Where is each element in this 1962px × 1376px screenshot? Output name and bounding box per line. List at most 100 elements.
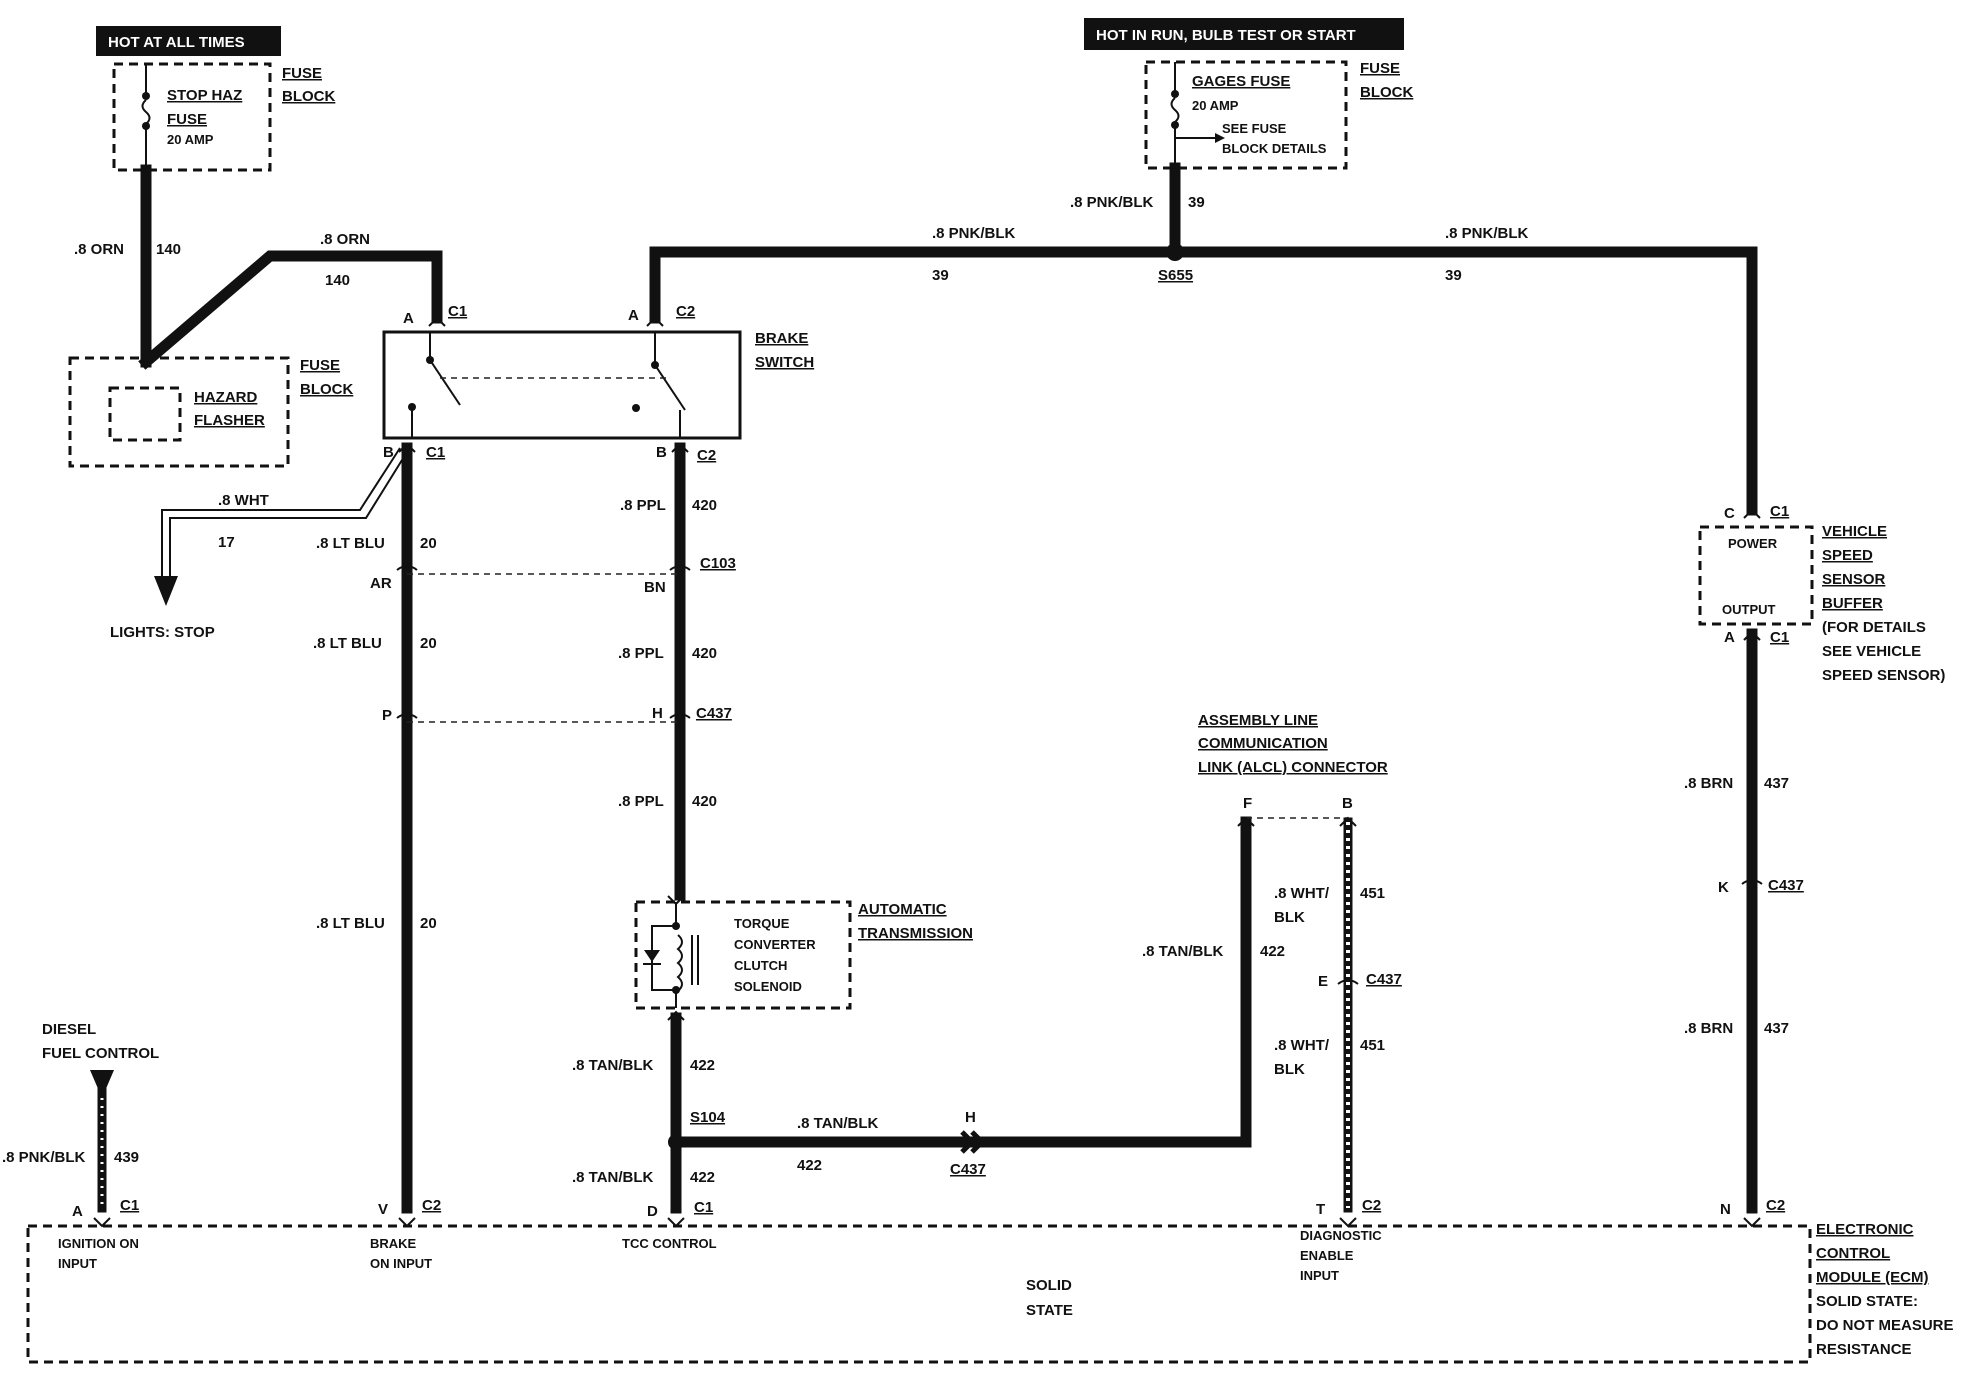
ecm-pin-t: T [1316,1201,1325,1218]
wire-lt-blu-3-circ: 20 [420,915,437,932]
brake-switch-conn-c2-top: C2 [676,303,695,320]
transmission-label2: TRANSMISSION [858,925,973,942]
wire-orn-140-b-circ: 140 [325,272,350,289]
lights-stop-arrow [154,576,178,606]
fuse-block-1-outline [112,62,272,172]
fuse-1-rating: 20 AMP [167,132,214,147]
vss-note2: SEE VEHICLE [1822,643,1921,660]
fuse-block-1-title: FUSE [282,65,322,82]
fuse-1-symbol [141,99,151,125]
ecm-pin-marks [93,1217,1761,1228]
alcl-pin-f: F [1243,795,1252,812]
splice-s104-label: S104 [690,1109,726,1126]
brake-switch-contact-2 [651,361,659,369]
wire-wht-label: .8 WHT [218,492,269,509]
wire-wht-blk-1-circ: 451 [1360,885,1385,902]
ecm-note1: SOLID STATE: [1816,1293,1918,1310]
wire-ppl-3-circ: 420 [692,793,717,810]
hazard-flasher-name: HAZARD [194,389,257,406]
ecm-input-diag2: ENABLE [1300,1248,1354,1263]
vss-name1: VEHICLE [1822,523,1887,540]
fuse-2-symbol [1170,97,1180,123]
vss-note3: SPEED SENSOR) [1822,667,1945,684]
ecm-solid: SOLID [1026,1277,1072,1294]
wire-orn-140-a-label: .8 ORN [74,241,124,258]
hazard-block-title2: BLOCK [300,381,353,398]
wire-wht-blk-1a: .8 WHT/ [1274,885,1330,902]
brake-switch-contact-1 [426,356,434,364]
wire-ppl-1-label: .8 PPL [620,497,666,514]
connector-c437-b-mark [960,1130,986,1154]
vss-name2: SPEED [1822,547,1873,564]
wire-pnk-blk-left-circ: 39 [932,267,949,284]
wire-lt-blu-2-label: .8 LT BLU [313,635,382,652]
hazard-flasher-name2: FLASHER [194,412,265,429]
header-hot-at-all-times: HOT AT ALL TIMES [108,34,245,51]
ecm-name2: CONTROL [1816,1245,1890,1262]
lights-stop-label: LIGHTS: STOP [110,624,215,641]
tcc-coil [676,934,683,992]
alcl-pin-marks [1237,816,1357,827]
wire-ppl-2-label: .8 PPL [618,645,664,662]
vss-name4: BUFFER [1822,595,1883,612]
brake-switch-conn-c2-bot: C2 [697,447,716,464]
tcc-node-bot [672,986,680,994]
wire-wht-17 [169,451,408,578]
wire-wht-blk-1b: BLK [1274,909,1305,926]
wire-pnk-blk-feed-circ: 39 [1188,194,1205,211]
connector-c437-d-mark [1337,979,1359,985]
brake-switch-blade-1b [429,359,461,406]
wire-brn-2-circ: 437 [1764,1020,1789,1037]
wire-brn-2-label: .8 BRN [1684,1020,1733,1037]
ecm-input-ignition2: INPUT [58,1256,97,1271]
ecm-input-tcc: TCC CONTROL [622,1236,717,1251]
wire-pnk-blk-39-main [649,246,1758,516]
wire-wht-blk-2-circ: 451 [1360,1037,1385,1054]
brake-switch-pin-b1: B [383,444,394,461]
tcc-solenoid-line1: TORQUE [734,916,790,931]
ecm-input-ignition: IGNITION ON [58,1236,139,1251]
wire-brn-1-circ: 437 [1764,775,1789,792]
alcl-label2: COMMUNICATION [1198,735,1328,752]
wire-tan-h-circ: 422 [797,1157,822,1174]
diesel-label2: FUEL CONTROL [42,1045,159,1062]
wire-tan-h-label: .8 TAN/BLK [797,1115,879,1132]
brake-switch-pin-a1: A [403,310,414,327]
ecm-input-diag: DIAGNOSTIC [1300,1228,1382,1243]
splice-s655 [1166,243,1184,261]
wire-orn-140-b [138,250,443,370]
splice-s104 [668,1134,684,1150]
wire-pnk-diesel-circ: 439 [114,1149,139,1166]
brake-switch-pin-a2: A [628,307,639,324]
connector-c437-b-label: C437 [950,1161,986,1178]
tcc-node-top [672,922,680,930]
ecm-note2: DO NOT MEASURE [1816,1317,1954,1334]
splice-s655-label: S655 [1158,267,1193,284]
wire-wht-blk-2a: .8 WHT/ [1274,1037,1330,1054]
fuse-1-node-top [142,92,150,100]
wire-ppl-1-circ: 420 [692,497,717,514]
ecm-conn-n: C2 [1766,1197,1785,1214]
wire-ppl-3-label: .8 PPL [618,793,664,810]
wire-tan-alcl-circ: 422 [1260,943,1285,960]
hazard-flasher-box [108,386,182,442]
fuse-block-2-outline [1144,60,1348,170]
wire-ppl-2-circ: 420 [692,645,717,662]
ecm-pin-a: A [72,1203,83,1220]
ecm-pin-n: N [1720,1201,1731,1218]
connector-p-pin: P [382,707,392,724]
fuse-2-note2: BLOCK DETAILS [1222,141,1327,156]
connector-c103-marks [396,565,691,571]
fuse-2-note1: SEE FUSE [1222,121,1287,136]
fuse-2-name: GAGES FUSE [1192,73,1290,90]
fuse-1-name: STOP HAZ [167,87,242,104]
connector-c437-c-mark [1741,879,1763,885]
wire-orn-140-b-label: .8 ORN [320,231,370,248]
wire-brn-1-label: .8 BRN [1684,775,1733,792]
brake-switch-conn-c1-top: C1 [448,303,467,320]
ecm-conn-v: C2 [422,1197,441,1214]
vss-pin-c: C [1724,505,1735,522]
tcc-solenoid-line2: CONVERTER [734,937,816,952]
brake-switch-contact-2b [632,404,640,412]
connector-bn-pin: BN [644,579,666,596]
